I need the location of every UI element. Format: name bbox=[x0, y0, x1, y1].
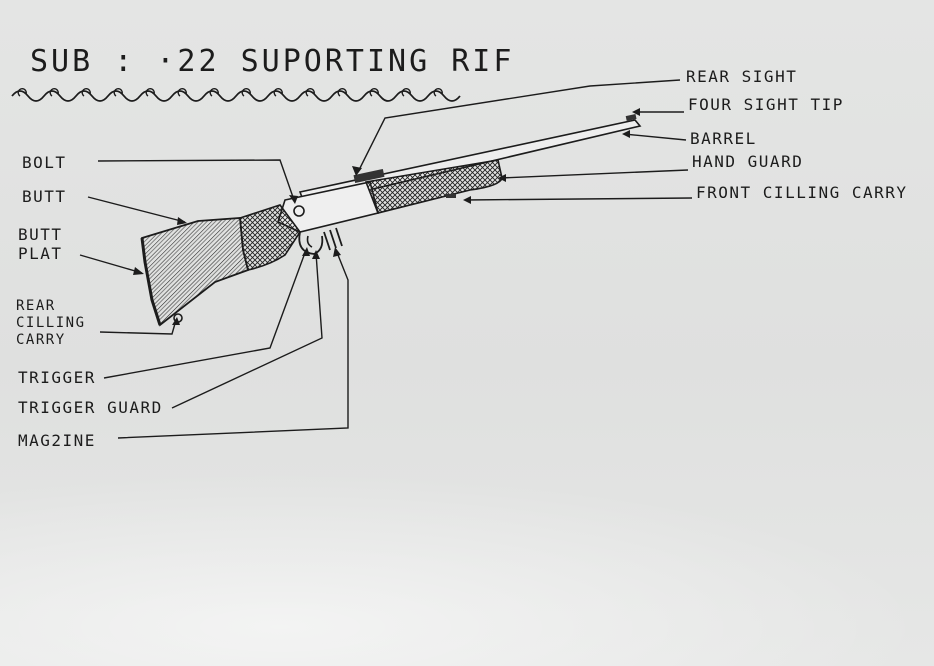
arrowhead-magazine bbox=[333, 247, 341, 257]
leader-hand-guard bbox=[499, 169, 689, 179]
label-trigger: TRIGGER bbox=[18, 368, 96, 387]
leader-front-cilling-carry bbox=[464, 197, 693, 201]
rear-sight-mark bbox=[353, 168, 385, 184]
butt-plate-edge bbox=[140, 237, 162, 326]
butt-stock bbox=[141, 217, 250, 327]
arrowhead-rear-sight bbox=[352, 166, 362, 176]
bolt-knob bbox=[293, 205, 305, 217]
leader-rear-sight bbox=[357, 79, 681, 173]
leader-magazine bbox=[117, 249, 349, 439]
arrowhead-butt-plat bbox=[133, 267, 144, 275]
label-bolt: BOLT bbox=[22, 153, 67, 172]
arrowhead-hand-guard bbox=[498, 174, 506, 182]
arrowhead-four-sight-tip bbox=[632, 108, 640, 116]
arrowhead-barrel bbox=[622, 130, 630, 138]
label-front-cilling-carry: FRONT CILLING CARRY bbox=[696, 183, 908, 202]
light-glare bbox=[0, 470, 934, 666]
magazine-shape bbox=[323, 227, 343, 251]
trigger-shape bbox=[306, 235, 313, 248]
arrowhead-front-cilling-carry bbox=[463, 196, 471, 204]
leader-butt bbox=[87, 196, 186, 223]
label-magazine: MAG2INE bbox=[18, 431, 96, 450]
label-butt: BUTT bbox=[22, 187, 67, 206]
leader-barrel bbox=[623, 133, 687, 141]
arrowhead-trigger-guard bbox=[312, 250, 320, 259]
page-title: SUB : ·22 SUPORTING RIF bbox=[30, 44, 515, 79]
arrowhead-trigger bbox=[302, 247, 310, 256]
four-sight-tip-mark bbox=[625, 114, 637, 121]
leader-trigger bbox=[103, 249, 307, 379]
label-butt-plat-line2: PLAT bbox=[18, 244, 63, 263]
label-rear-sight: REAR SIGHT bbox=[686, 67, 798, 86]
arrow-heads bbox=[133, 108, 640, 325]
label-barrel: BARREL bbox=[690, 129, 757, 148]
arrowhead-rear-cilling-carry bbox=[172, 317, 180, 325]
label-rear-cilling-carry-line1: REAR bbox=[16, 298, 56, 314]
arrowhead-butt bbox=[177, 217, 187, 225]
label-rear-cilling-carry-line3: CARRY bbox=[16, 332, 66, 348]
leader-lines bbox=[79, 79, 693, 439]
leader-trigger-guard bbox=[171, 252, 323, 409]
wave-border-curls bbox=[17, 88, 443, 97]
leader-butt-plat bbox=[79, 254, 143, 274]
label-hand-guard: HAND GUARD bbox=[692, 152, 804, 171]
label-butt-plat-line1: BUTT bbox=[18, 225, 63, 244]
wave-border bbox=[11, 90, 461, 102]
label-trigger-guard: TRIGGER GUARD bbox=[18, 398, 163, 417]
arrowhead-bolt bbox=[289, 195, 298, 204]
leader-bolt bbox=[97, 159, 295, 201]
label-rear-cilling-carry-line2: CILLING bbox=[16, 315, 86, 331]
trigger-guard-shape bbox=[298, 231, 324, 255]
front-cilling-carry-mark bbox=[446, 194, 456, 198]
label-four-sight-tip: FOUR SIGHT TIP bbox=[688, 95, 844, 114]
